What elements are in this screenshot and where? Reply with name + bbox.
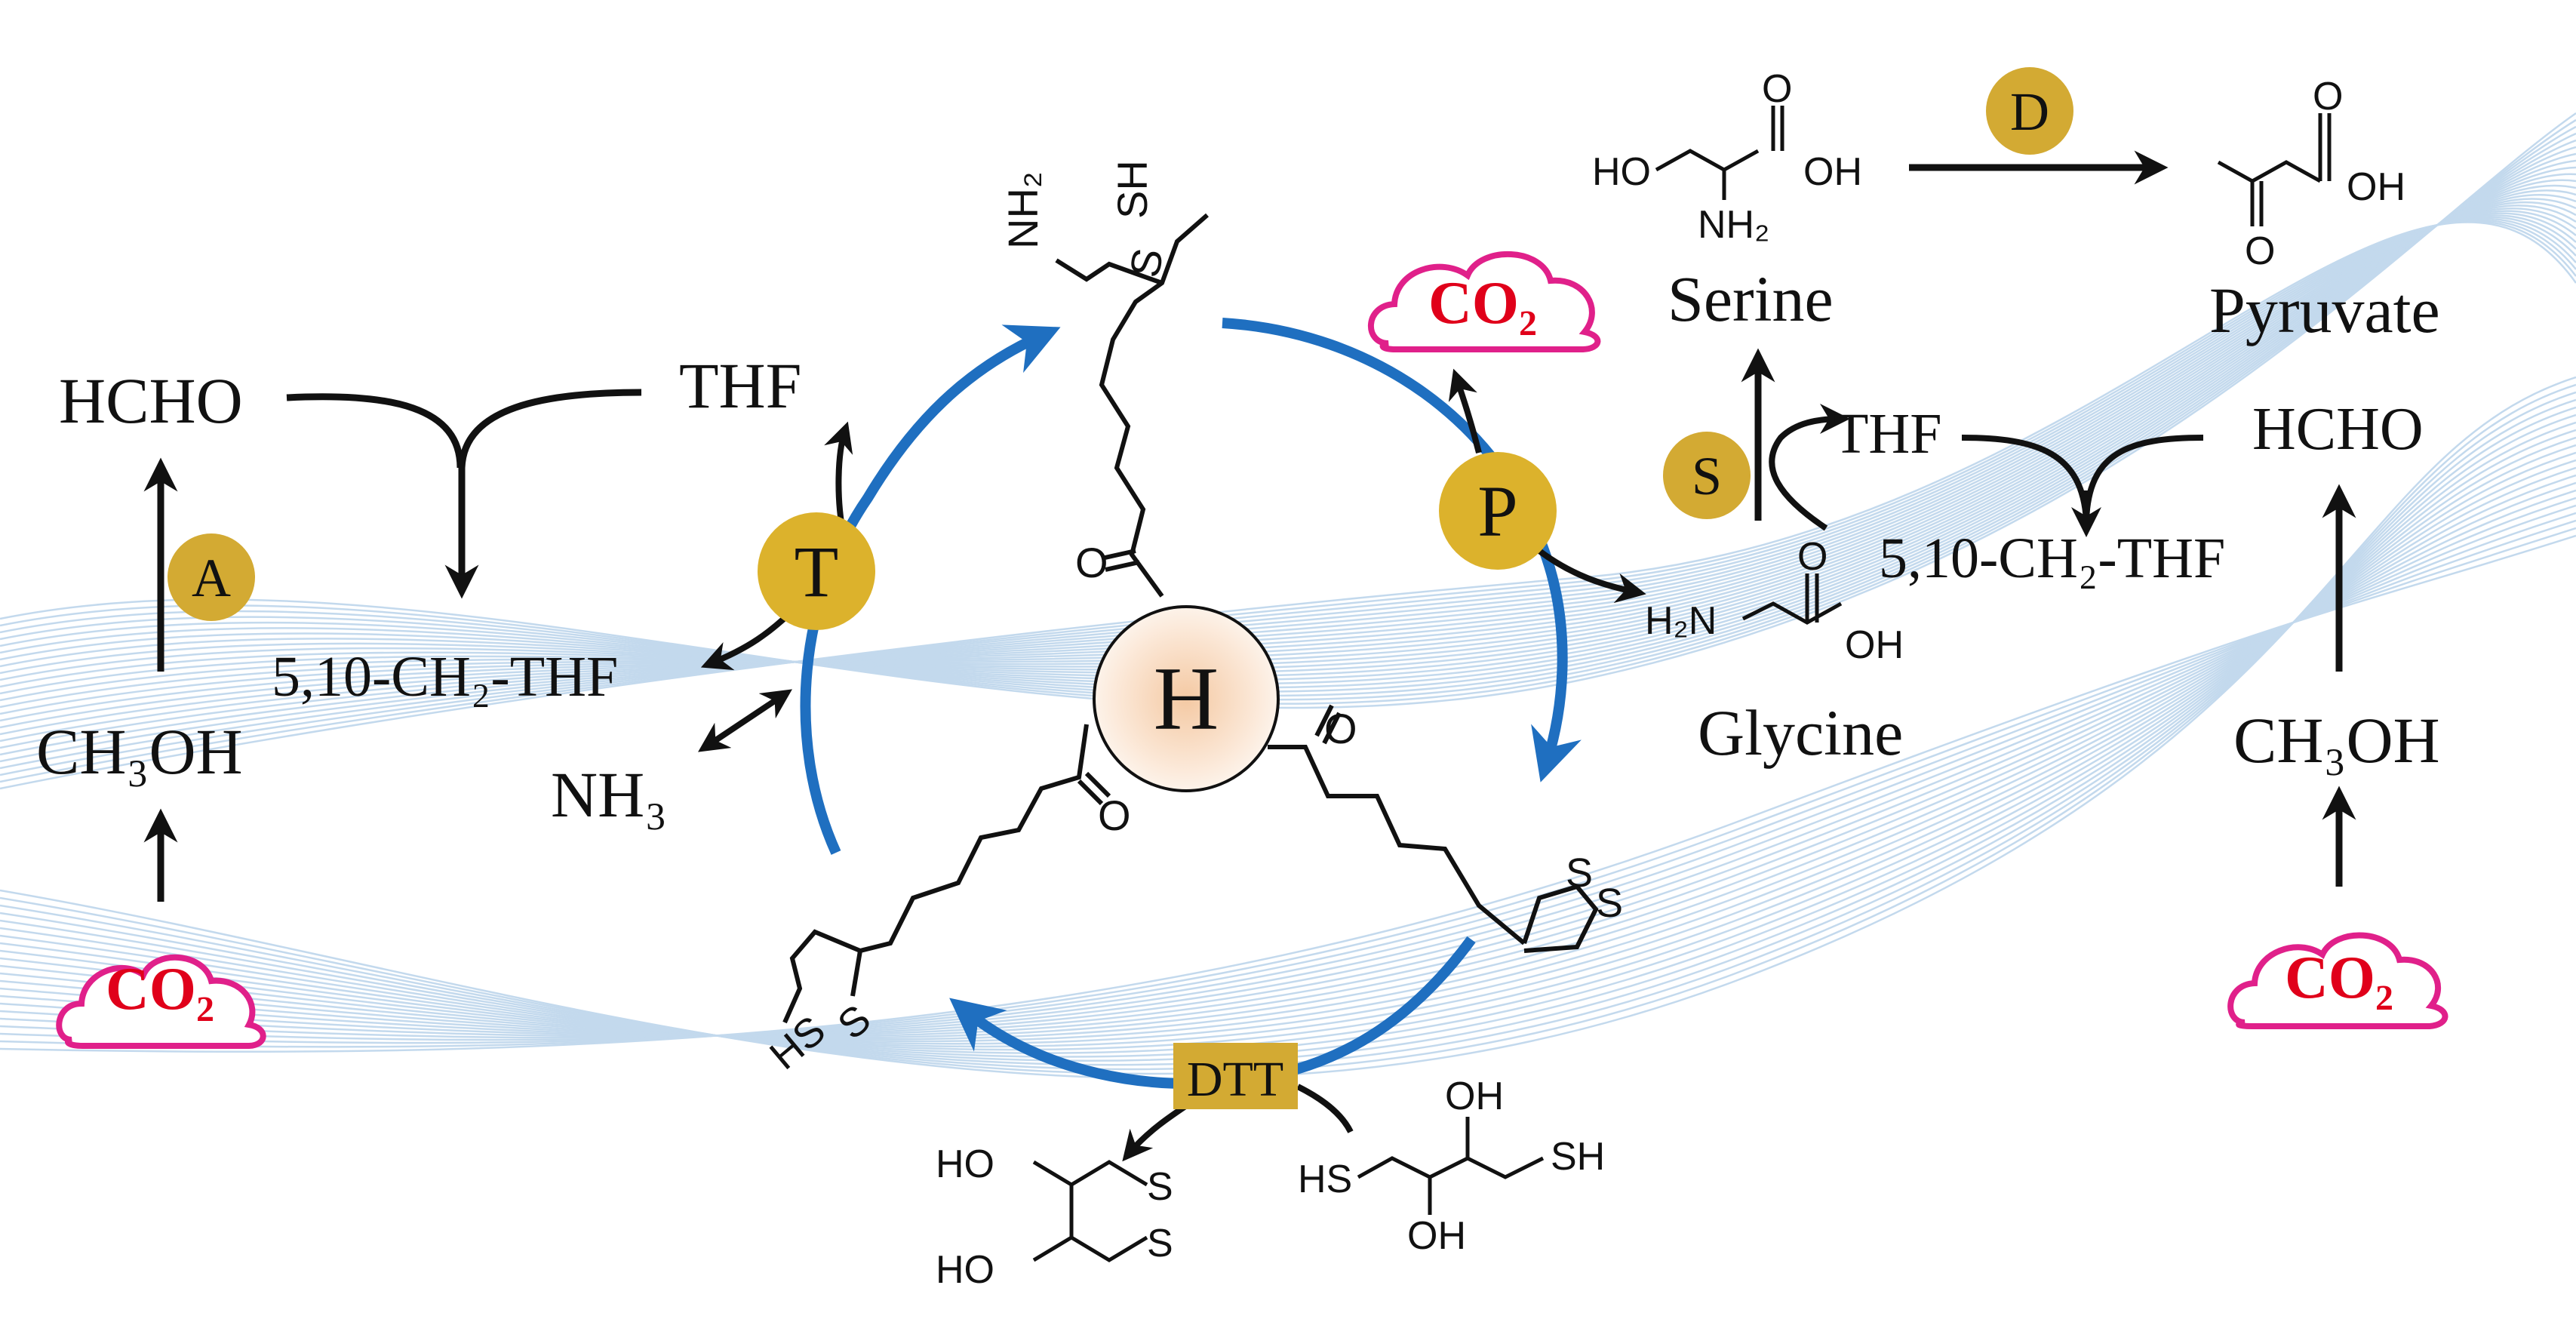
pyruvate-label: Pyruvate xyxy=(2209,274,2440,346)
top-chain-carbonyl-2 xyxy=(1105,560,1140,572)
cycle-arrow-t xyxy=(800,324,1061,855)
cycle-co2-label: CO₂ xyxy=(1428,270,1537,337)
serine-o: O xyxy=(1762,67,1792,111)
serine-nh2: NH₂ xyxy=(1698,203,1769,247)
right-chain-s1: S xyxy=(1566,850,1593,896)
dtt-ox-ho1: HO xyxy=(936,1142,994,1186)
right-chain-carbonyl xyxy=(1322,712,1342,745)
pyruvate-skeleton xyxy=(2217,160,2322,183)
left-co2-cloud: CO₂ xyxy=(56,955,266,1049)
left-pathway: CO₂ CH₃OH A HCHO THF 5,10-CH₂-THF NH₃ xyxy=(36,349,801,1049)
serine-label: Serine xyxy=(1668,263,1834,335)
top-chain-amine xyxy=(1055,258,1164,285)
serine-oh: OH xyxy=(1803,150,1862,194)
glycine-oh: OH xyxy=(1845,623,1904,667)
cycle-co2-cloud: CO₂ xyxy=(1368,251,1601,352)
dtt-ox-bottom xyxy=(1070,1235,1148,1262)
arrow-s-releases-thf xyxy=(1769,404,1850,531)
h-protein-circle xyxy=(1093,605,1280,792)
pyruvate-oh: OH xyxy=(2347,165,2405,209)
enzyme-a-badge xyxy=(168,533,255,621)
enzyme-p-badge xyxy=(1439,452,1557,570)
ammonia-label: NH₃ xyxy=(551,758,667,831)
right-chain-carbonyl-2 xyxy=(1314,704,1334,737)
enzyme-p-label: P xyxy=(1477,471,1517,552)
glycine-structure: H₂N O OH Glycine xyxy=(1645,535,1904,769)
serine-skeleton xyxy=(1655,149,1760,172)
arrow-ammonia-exchange xyxy=(698,689,792,752)
top-chain-skeleton xyxy=(1099,213,1209,598)
left-chain-ring-open xyxy=(782,929,862,1024)
top-chain-nh2: NH₂ xyxy=(999,171,1047,249)
dtt-badge xyxy=(1173,1043,1298,1109)
enzyme-d-label: D xyxy=(2010,81,2049,142)
glycine-h2n: H₂N xyxy=(1645,599,1717,643)
dtt-red-oh-bottom: OH xyxy=(1407,1214,1466,1258)
enzyme-s-label: S xyxy=(1692,446,1722,506)
left-chain-thiol-bond xyxy=(850,950,862,997)
background-waves xyxy=(0,112,2576,1080)
lipoyl-cycle: T P CO₂ DTT xyxy=(698,160,1646,1162)
dtt-ox-ho2: HO xyxy=(936,1248,994,1292)
dtt-ox-left xyxy=(1032,1160,1074,1262)
glycine-label: Glycine xyxy=(1698,696,1903,769)
enzyme-d-badge xyxy=(1986,67,2073,155)
enzyme-s-badge xyxy=(1663,432,1751,519)
arrow-reduced-to-dtt xyxy=(1296,1084,1354,1133)
right-thf-branch xyxy=(1961,435,2089,521)
right-methylene-thf-label: 5,10-CH₂-THF xyxy=(1879,527,2225,590)
left-chain-hs: HS xyxy=(761,1007,834,1078)
dtt-red-sh: SH xyxy=(1551,1135,1605,1179)
left-chain-carbonyl xyxy=(1077,779,1104,806)
dtt-red-oh-top: OH xyxy=(1445,1075,1504,1118)
right-pathway: HO O OH NH₂ Serine D O OH O Pyruvate S T… xyxy=(1592,67,2448,1029)
arrow-p-to-co2 xyxy=(1448,368,1482,454)
formaldehyde-branch xyxy=(286,393,464,469)
right-chain-skeleton xyxy=(1268,745,1526,945)
enzyme-t-label: T xyxy=(795,531,839,612)
glycine-o: O xyxy=(1797,535,1827,579)
top-chain-sh: SH xyxy=(1108,160,1156,219)
pyruvate-o-bottom: O xyxy=(2245,229,2275,273)
right-thf-label: THF xyxy=(1834,402,1942,466)
left-methanol-label: CH₃OH xyxy=(36,715,243,788)
dtt-ox-top xyxy=(1070,1160,1148,1187)
right-methanol-label: CH₃OH xyxy=(2233,704,2440,776)
dtt-ox-s2: S xyxy=(1147,1222,1173,1265)
arrow-dtt-to-oxidized xyxy=(1122,1099,1194,1162)
top-chain-o: O xyxy=(1075,539,1108,586)
lipoyl-chains xyxy=(782,213,1599,1024)
glycine-skeleton xyxy=(1741,601,1843,625)
top-chain-s: S xyxy=(1120,244,1173,281)
enzyme-a-label: A xyxy=(192,548,231,608)
dtt-label: DTT xyxy=(1187,1052,1283,1107)
right-chain-s2: S xyxy=(1596,881,1623,926)
left-thf-label: THF xyxy=(679,349,801,422)
dtt-reduced-structure: HS SH OH OH xyxy=(1298,1075,1605,1258)
left-chain-carbonyl-2 xyxy=(1084,771,1111,798)
right-formaldehyde-label: HCHO xyxy=(2252,396,2424,463)
left-chain-skeleton xyxy=(859,724,1089,953)
left-co2-label: CO₂ xyxy=(106,956,214,1022)
dtt-ox-s1: S xyxy=(1147,1165,1173,1209)
dtt-red-skeleton xyxy=(1357,1156,1545,1179)
right-chain-o: O xyxy=(1324,705,1357,752)
left-chain-o: O xyxy=(1098,792,1131,839)
serine-ho: HO xyxy=(1592,150,1651,194)
enzyme-t-badge xyxy=(758,512,875,630)
right-co2-label: CO₂ xyxy=(2285,945,2393,1011)
right-dithiolane-ring xyxy=(1522,884,1599,953)
pyruvate-o-top: O xyxy=(2313,75,2343,118)
arrow-p-to-glycine xyxy=(1537,548,1646,604)
left-formaldehyde-label: HCHO xyxy=(59,364,243,437)
dtt-red-hs: HS xyxy=(1298,1158,1352,1201)
dtt-oxidized-structure: HO HO S S xyxy=(936,1142,1173,1292)
thf-branch xyxy=(458,389,642,469)
left-methylene-thf-label: 5,10-CH₂-THF xyxy=(272,645,618,709)
top-chain-carbonyl xyxy=(1101,549,1136,561)
right-co2-cloud: CO₂ xyxy=(2227,932,2448,1029)
h-protein-label: H xyxy=(1154,648,1219,749)
